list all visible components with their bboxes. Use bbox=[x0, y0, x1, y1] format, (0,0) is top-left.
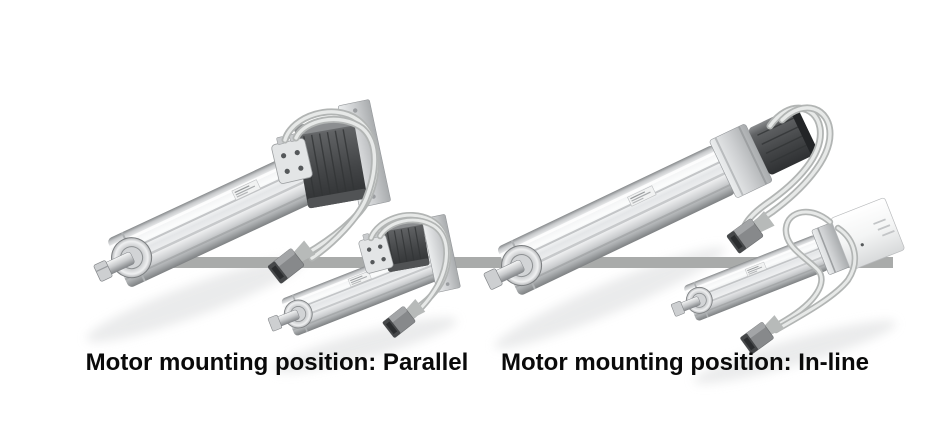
rod-end bbox=[671, 286, 713, 317]
body-groove bbox=[688, 247, 821, 301]
body-groove bbox=[694, 263, 828, 317]
actuator-inline-compact bbox=[671, 197, 905, 354]
product-label-sticker bbox=[231, 179, 261, 201]
inline-stepper-motor bbox=[749, 106, 818, 175]
cable-connector-plug bbox=[726, 211, 775, 254]
motor-cable bbox=[281, 108, 380, 262]
motor-cable bbox=[367, 212, 452, 322]
product-label-sticker bbox=[627, 185, 657, 207]
rod-end bbox=[93, 237, 153, 282]
housing-vent-slot bbox=[882, 230, 895, 237]
body-groove bbox=[504, 160, 722, 266]
housing-vent-slot bbox=[877, 224, 891, 231]
rod-nut bbox=[483, 268, 503, 290]
body-groove bbox=[124, 172, 354, 281]
rod-nut bbox=[267, 314, 283, 332]
actuator-parallel-large bbox=[93, 99, 391, 287]
body-groove bbox=[292, 266, 454, 331]
cable-connector-plug bbox=[382, 298, 426, 338]
motor-coupling-block bbox=[709, 124, 772, 198]
body-groove bbox=[289, 257, 450, 323]
actuator-parallel-compact bbox=[267, 212, 461, 338]
rod-end bbox=[483, 245, 543, 290]
caption-inline: Motor mounting position: In-line bbox=[501, 349, 869, 376]
body-groove bbox=[509, 171, 727, 277]
caption-parallel: Motor mounting position: Parallel bbox=[85, 349, 469, 376]
rod-nut bbox=[671, 301, 685, 317]
motor-fins bbox=[757, 116, 809, 164]
body-groove bbox=[119, 160, 349, 269]
product-label-sticker bbox=[744, 261, 767, 277]
product-shadows bbox=[86, 247, 896, 384]
stepper-motor bbox=[294, 116, 368, 209]
body-groove bbox=[684, 238, 818, 294]
body-groove bbox=[514, 183, 733, 289]
housing-vent-slot bbox=[873, 218, 886, 225]
product-label-sticker bbox=[347, 270, 372, 288]
actuator-body bbox=[684, 235, 828, 321]
housing-indicator-dot bbox=[860, 243, 864, 247]
cable-connector-plug bbox=[267, 240, 316, 284]
body-groove bbox=[691, 255, 825, 310]
body-groove bbox=[499, 150, 718, 257]
actuator-inline-large bbox=[483, 104, 834, 295]
motor-fins bbox=[386, 226, 422, 268]
cable-connector-plug bbox=[740, 315, 785, 354]
inline-motor-housing bbox=[831, 197, 905, 271]
rod-end bbox=[267, 299, 313, 332]
